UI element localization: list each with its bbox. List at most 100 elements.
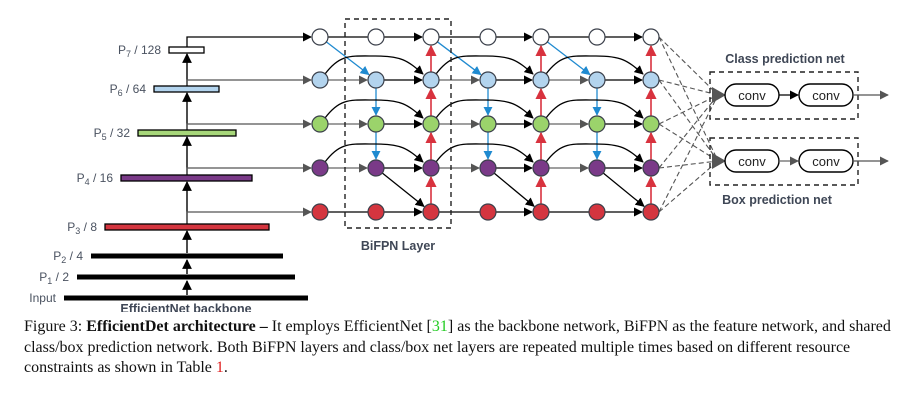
bifpn-edges	[324, 32, 657, 217]
edge-to-head	[658, 160, 719, 169]
feature-node	[311, 203, 329, 221]
feature-node	[642, 28, 660, 46]
feature-node	[367, 28, 385, 46]
caption-text: ] as the backbone network, BiFPN as the …	[24, 318, 891, 376]
edge-to-head	[658, 160, 719, 213]
feature-node	[642, 203, 660, 221]
head-connections	[658, 36, 719, 213]
caption-text: .	[223, 359, 228, 376]
feature-node	[311, 28, 329, 46]
edge-skip	[324, 99, 424, 119]
feature-node	[642, 159, 660, 177]
feature-node	[642, 71, 660, 89]
feature-node	[532, 28, 550, 46]
feature-node	[532, 159, 550, 177]
conv-label: conv	[812, 154, 840, 169]
feature-label-p5: P5 / 32	[94, 126, 131, 142]
citation-link[interactable]: 31	[431, 318, 448, 335]
feature-bar-p2	[91, 253, 283, 259]
conv-label: conv	[738, 154, 766, 169]
feature-node	[532, 203, 550, 221]
feature-node	[479, 71, 497, 89]
caption-title: EfficientDet architecture –	[86, 318, 268, 335]
feature-label-p4: P4 / 16	[77, 171, 114, 187]
bifpn-layer-box	[344, 18, 452, 229]
edge-skip	[435, 55, 534, 75]
bifpn-layer-label: BiFPN Layer	[361, 239, 435, 253]
caption-text: It employs EfficientNet [	[267, 318, 432, 335]
feature-node	[588, 203, 606, 221]
edge-down-to-p3	[602, 172, 645, 207]
efficientdet-diagram: P7 / 128 P6 / 64 P5 / 32 P4 / 16 P3 / 8 P2 / …	[29, 18, 889, 312]
edge-skip	[545, 143, 644, 163]
merge-arrow-icon	[712, 87, 726, 103]
edge-top-down	[325, 41, 370, 76]
edge-skip	[545, 55, 644, 75]
edge-down-to-p3	[493, 172, 535, 207]
feature-node	[422, 28, 440, 46]
feature-node	[532, 115, 550, 133]
edge-to-head	[658, 36, 719, 96]
feature-node	[422, 115, 440, 133]
class-net-title: Class prediction net	[725, 52, 845, 66]
feature-node	[367, 71, 385, 89]
caption-prefix: Figure 3:	[24, 318, 87, 335]
backbone-title: EfficientNet backbone	[120, 302, 251, 312]
edge-to-head	[658, 94, 719, 169]
feature-bar-p7	[168, 46, 205, 54]
feature-node	[311, 71, 329, 89]
feature-label-p7: P7 / 128	[118, 43, 161, 59]
feature-node	[479, 115, 497, 133]
feature-bar-p3	[104, 223, 270, 231]
edge-skip	[545, 99, 644, 119]
feature-node	[642, 115, 660, 133]
feature-node	[311, 115, 329, 133]
table-reference-link[interactable]: 1	[215, 359, 224, 376]
edge-skip	[324, 55, 424, 75]
feature-node	[479, 28, 497, 46]
feature-node	[367, 115, 385, 133]
feature-node	[479, 159, 497, 177]
edge-to-head	[658, 79, 719, 96]
feature-bar-p6	[153, 85, 220, 93]
feature-node	[588, 115, 606, 133]
edge-to-head	[658, 94, 719, 125]
edge-to-head	[658, 94, 719, 213]
feature-node	[367, 159, 385, 177]
feature-label-p3: P3 / 8	[67, 220, 97, 236]
feature-label-p2: P2 / 4	[53, 249, 83, 265]
lateral-connection	[186, 119, 312, 130]
edge-to-head	[658, 123, 719, 162]
prediction-heads: Class prediction net Box prediction net …	[709, 52, 889, 207]
feature-node	[588, 159, 606, 177]
edge-top-down	[436, 41, 482, 76]
conv-label: conv	[738, 88, 766, 103]
conv-label: conv	[812, 88, 840, 103]
feature-bar-p5	[137, 129, 237, 137]
feature-bar-p1	[77, 274, 295, 280]
feature-node	[311, 159, 329, 177]
feature-node	[422, 203, 440, 221]
lateral-connection	[186, 163, 312, 175]
box-net-title: Box prediction net	[722, 193, 833, 207]
edge-top-down	[546, 41, 591, 76]
lateral-connection	[186, 207, 312, 224]
merge-arrow-icon	[712, 153, 726, 169]
edge-down-to-p3	[381, 172, 425, 207]
feature-node	[422, 71, 440, 89]
feature-node	[588, 71, 606, 89]
feature-label-p6: P6 / 64	[110, 82, 147, 98]
feature-bar-input	[64, 295, 308, 301]
feature-node	[479, 203, 497, 221]
feature-node	[367, 203, 385, 221]
feature-node	[532, 71, 550, 89]
feature-label-input: Input	[29, 291, 56, 305]
efficientnet-backbone: P7 / 128 P6 / 64 P5 / 32 P4 / 16 P3 / 8 P2 / …	[29, 32, 312, 312]
lateral-connection	[186, 32, 312, 47]
lateral-connection	[186, 75, 312, 86]
feature-node	[422, 159, 440, 177]
feature-node	[588, 28, 606, 46]
edge-to-head	[658, 36, 719, 162]
edge-skip	[435, 99, 534, 119]
edge-to-head	[658, 79, 719, 162]
